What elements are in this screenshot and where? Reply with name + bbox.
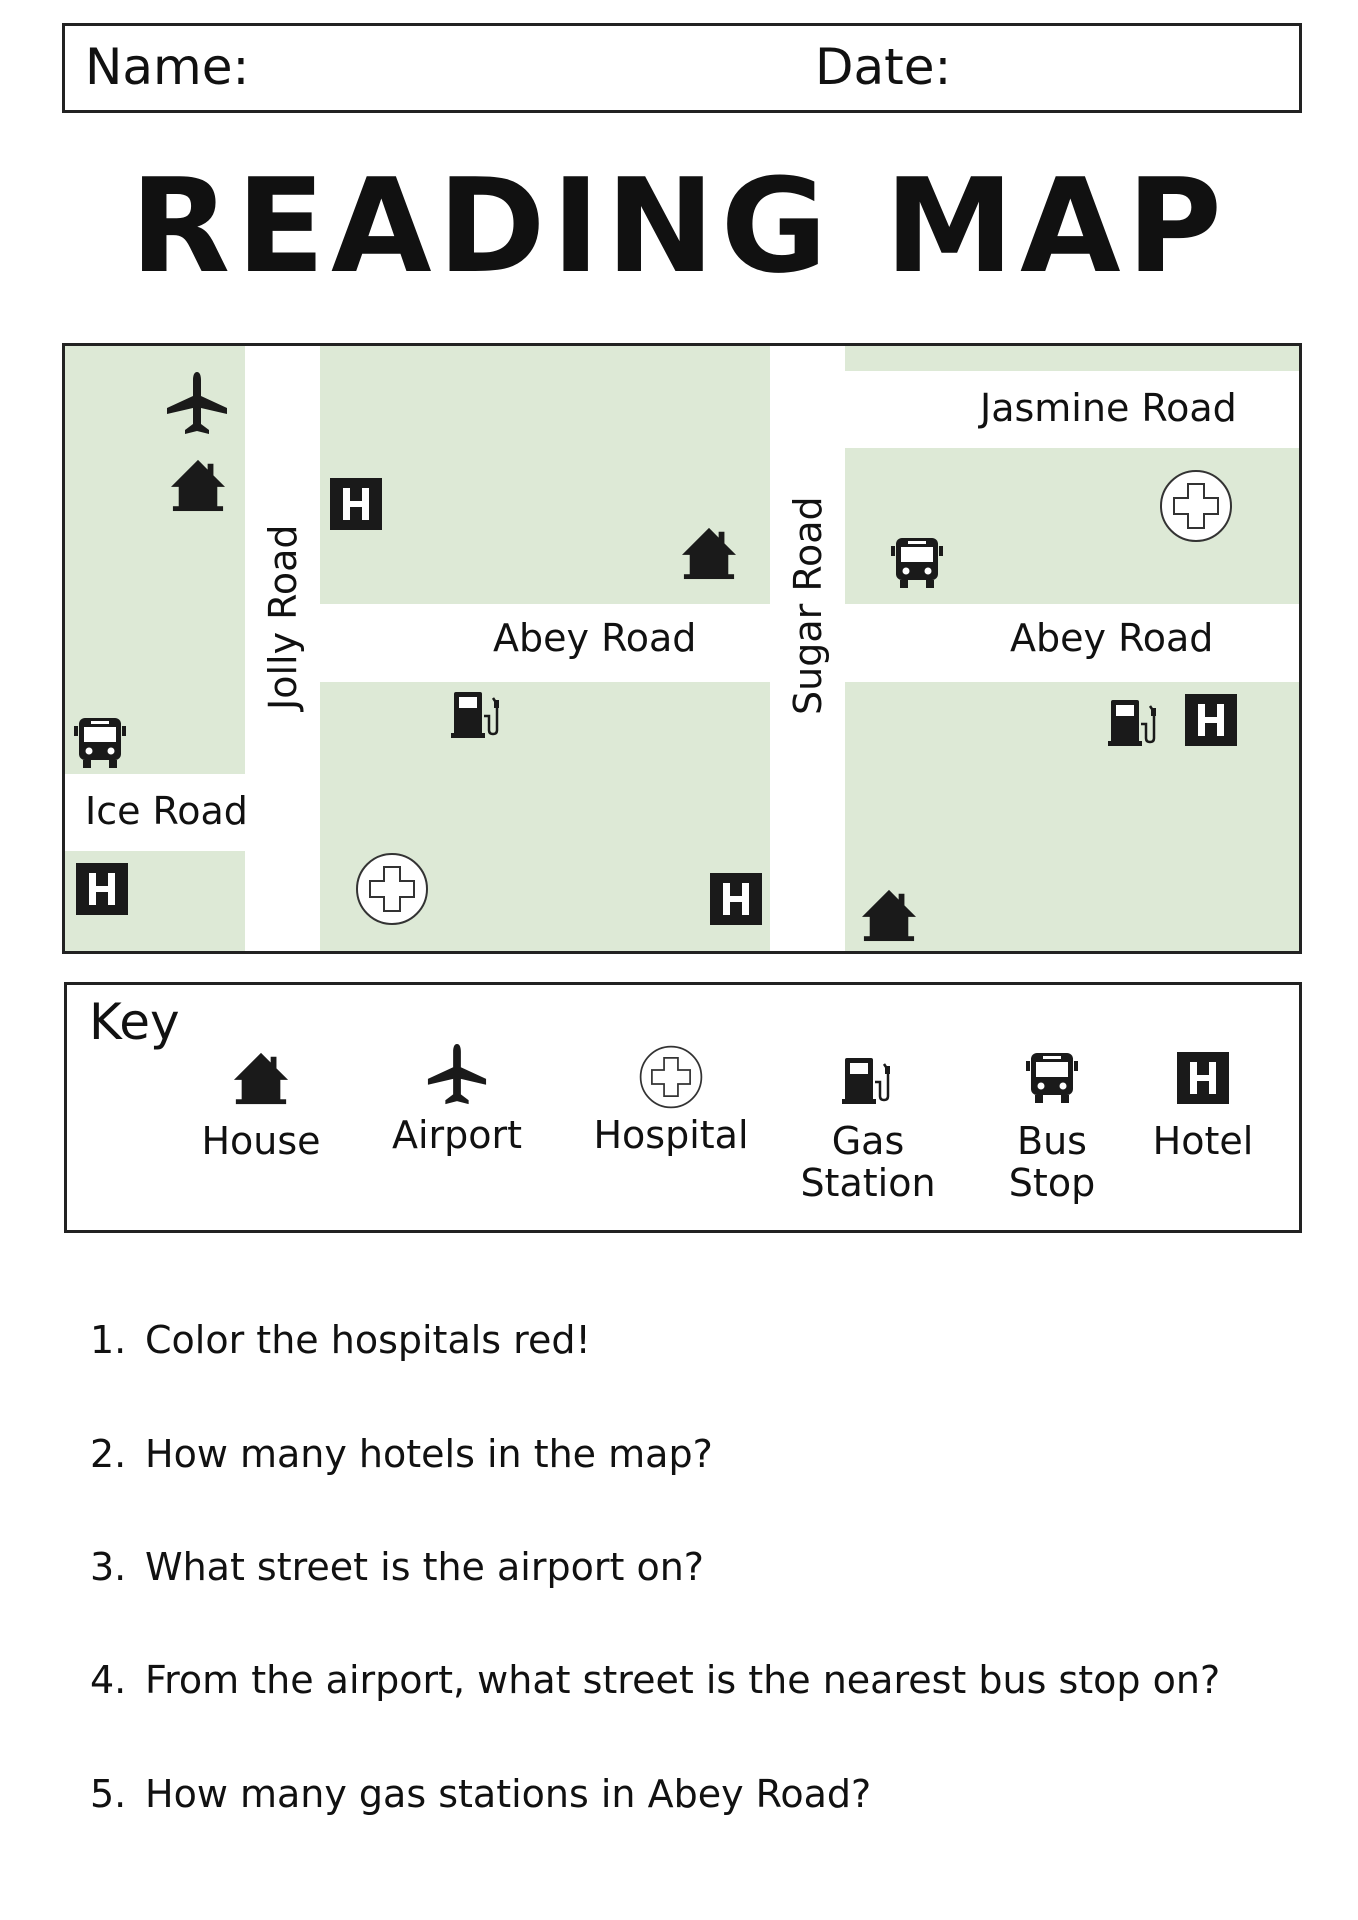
name-date-box: Name: Date: [62, 23, 1302, 113]
key-item-hotel: Hotel [1123, 1050, 1283, 1162]
map-key: Key House Airport Hospital Gas Station B… [64, 982, 1302, 1233]
hotel-icon [710, 873, 762, 925]
abey-road-label: Abey Road [493, 616, 697, 660]
key-title: Key [89, 993, 180, 1051]
key-label-hotel: Hotel [1152, 1119, 1254, 1163]
house-icon [680, 526, 738, 580]
key-label-gas-station: Gas Station [800, 1119, 936, 1205]
bus-stop-icon [73, 716, 127, 770]
abey-road [320, 604, 1299, 682]
airport-icon [426, 1042, 488, 1108]
bus-stop-icon [890, 536, 944, 590]
key-label-house: House [201, 1119, 321, 1163]
question-3: 3.What street is the airport on? [90, 1545, 704, 1589]
gas-station-icon [842, 1050, 894, 1106]
question-5: 5.How many gas stations in Abey Road? [90, 1772, 872, 1816]
jasmine-road-label: Jasmine Road [980, 386, 1237, 430]
key-item-house: House [181, 1050, 341, 1162]
gas-station-icon [1108, 694, 1160, 746]
question-1: 1.Color the hospitals red! [90, 1318, 591, 1362]
hospital-icon [638, 1044, 704, 1110]
page-title: READING MAP [130, 150, 1228, 302]
key-label-bus-stop: Bus Stop [1008, 1119, 1096, 1205]
hotel-icon [76, 863, 128, 915]
hotel-icon [330, 478, 382, 530]
house-icon [169, 458, 227, 512]
question-4: 4.From the airport, what street is the n… [90, 1658, 1221, 1702]
house-icon [860, 888, 918, 942]
jolly-road-label: Jolly Road [261, 524, 305, 711]
abey-road-label: Abey Road [1010, 616, 1214, 660]
key-label-hospital: Hospital [593, 1113, 749, 1157]
date-label: Date: [815, 38, 952, 96]
key-item-hospital: Hospital [591, 1050, 751, 1156]
key-item-gas-station: Gas Station [788, 1050, 948, 1204]
hospital-icon [354, 851, 430, 927]
hotel-icon [1177, 1050, 1229, 1106]
key-item-bus-stop: Bus Stop [972, 1050, 1132, 1204]
jasmine-road [845, 371, 1299, 448]
house-icon [232, 1050, 290, 1106]
key-label-airport: Airport [391, 1113, 523, 1157]
sugar-road-label: Sugar Road [786, 496, 830, 715]
ice-road [65, 774, 245, 851]
hotel-icon [1185, 694, 1237, 746]
question-2: 2.How many hotels in the map? [90, 1432, 713, 1476]
ice-road-label: Ice Road [85, 789, 248, 833]
jolly-road [245, 346, 320, 951]
airport-icon [165, 370, 229, 438]
gas-station-icon [451, 686, 503, 738]
key-item-airport: Airport [377, 1050, 537, 1156]
bus-stop-icon [1025, 1050, 1079, 1106]
hospital-icon [1158, 468, 1234, 544]
name-label: Name: [85, 38, 250, 96]
reading-map: Jolly Road Sugar Road Abey Road Abey Roa… [62, 343, 1302, 954]
